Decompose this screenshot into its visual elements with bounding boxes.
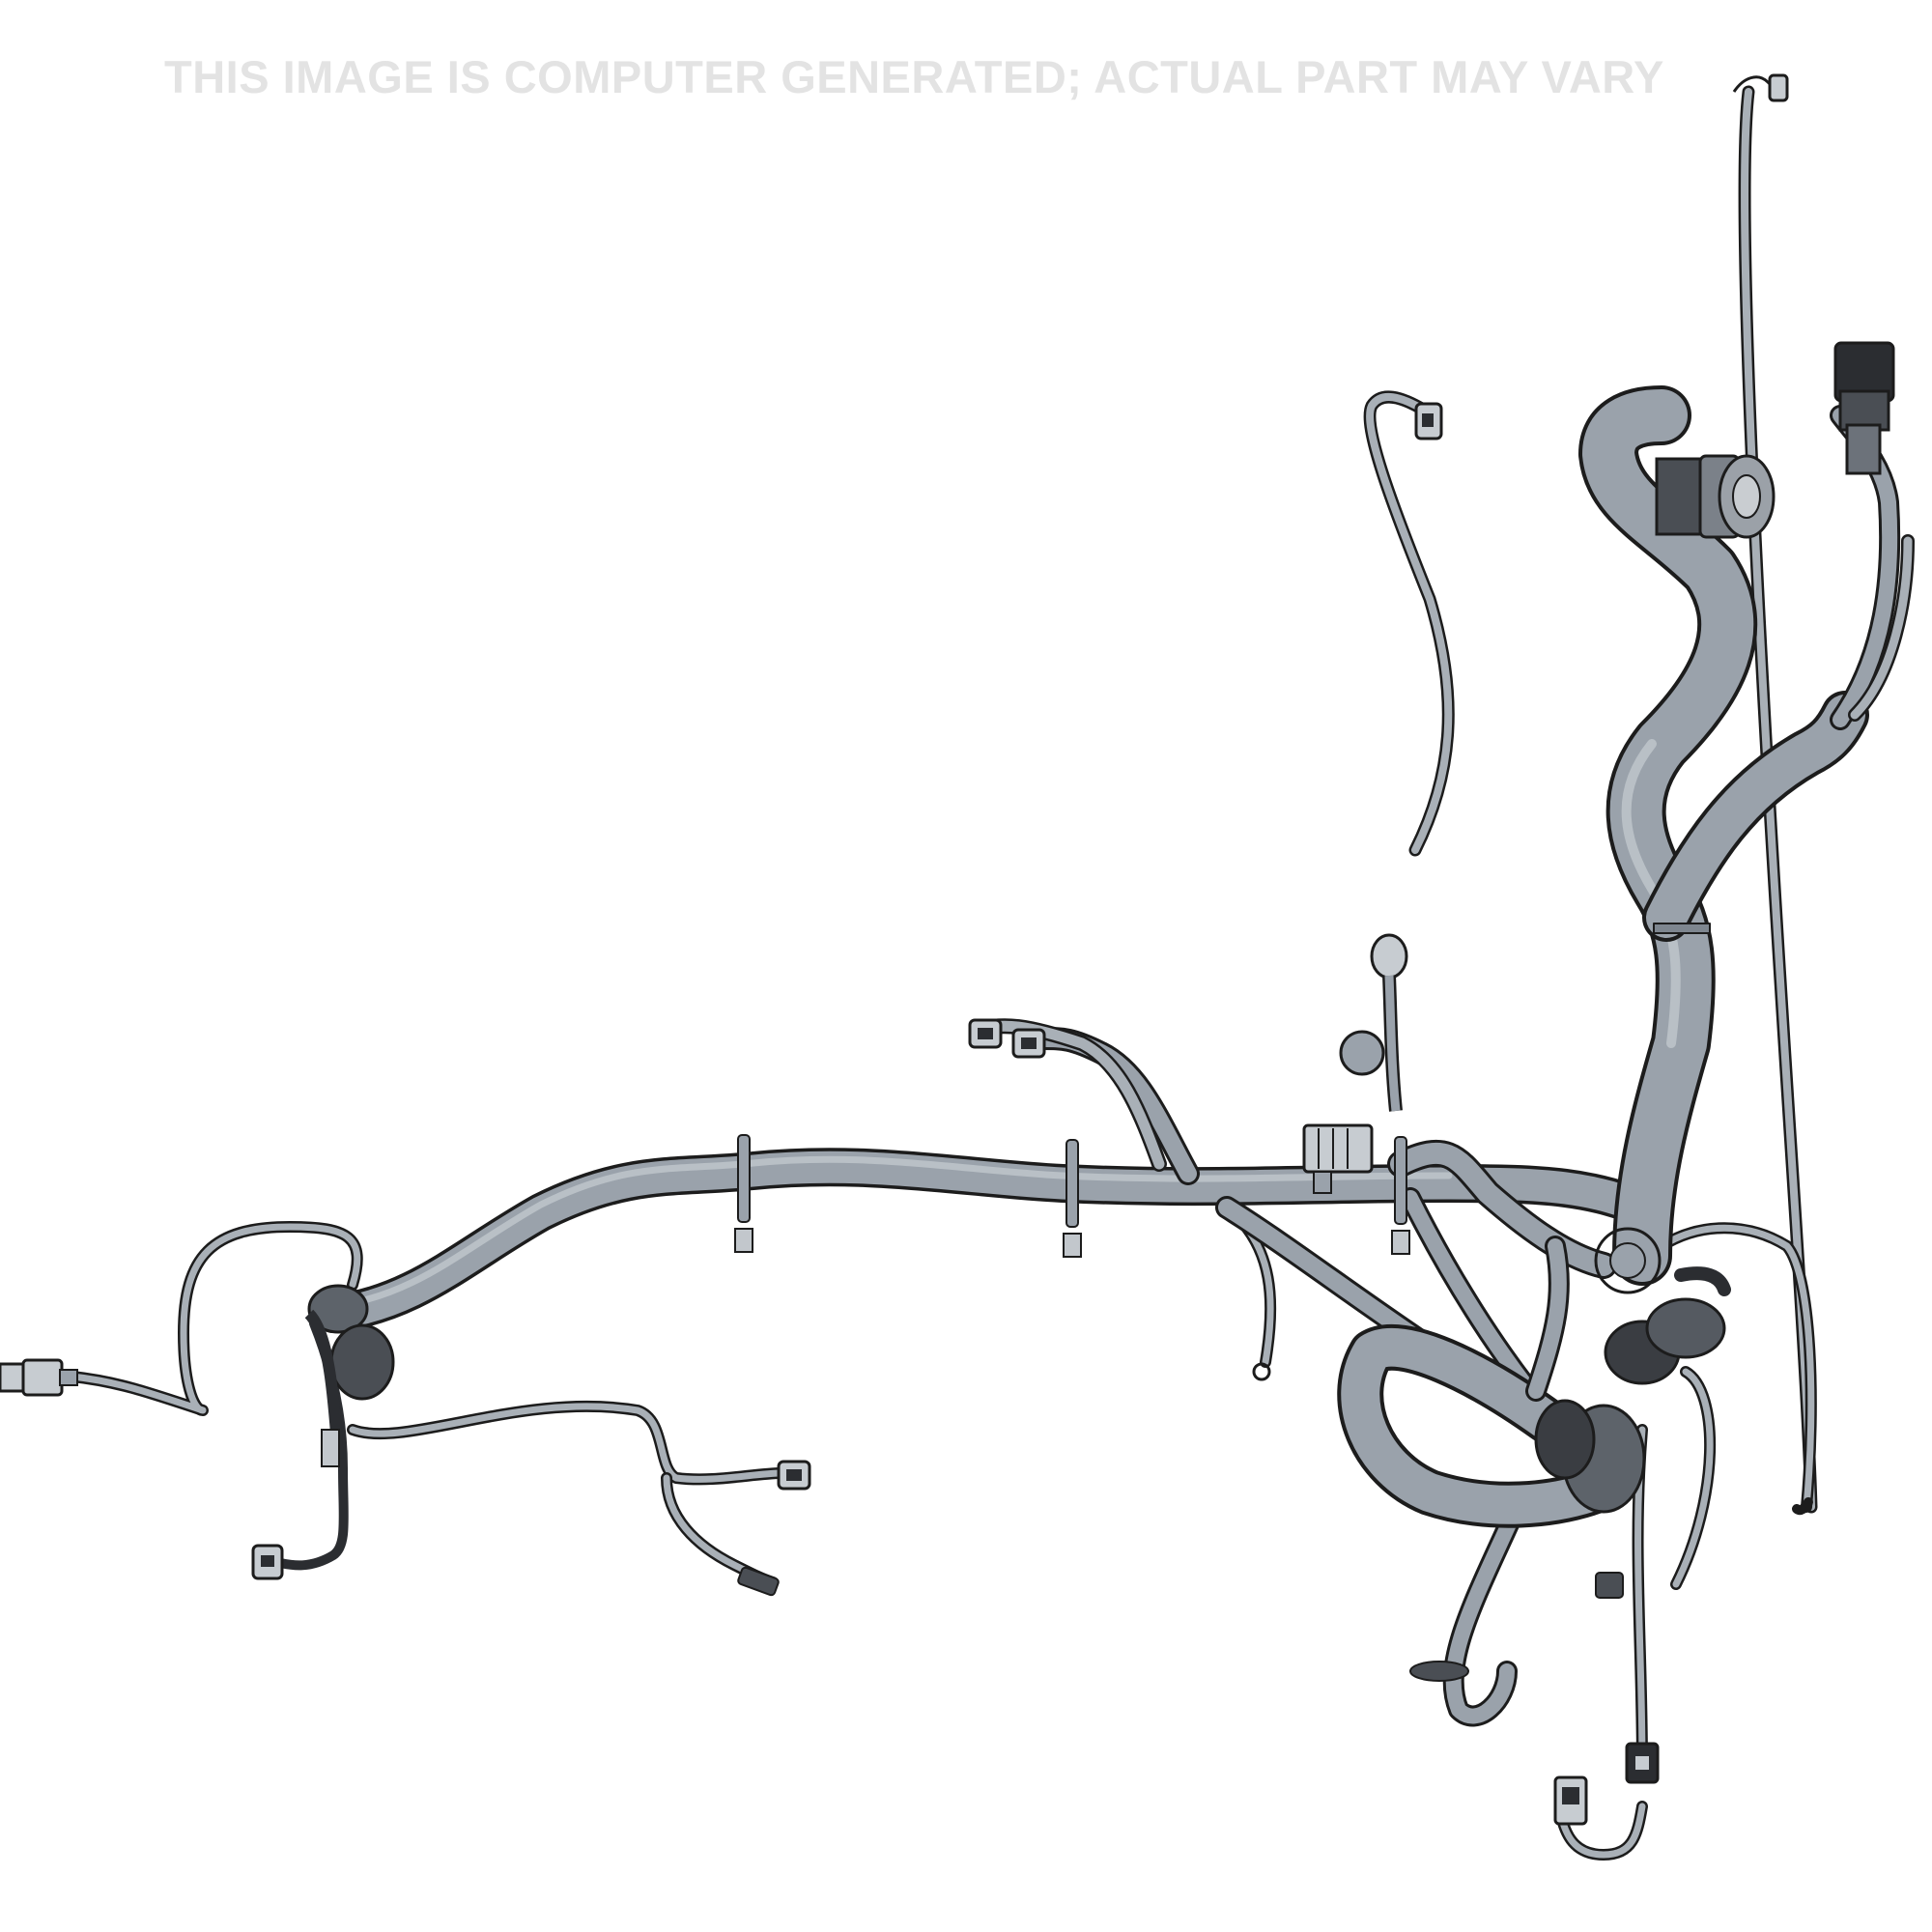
right-loop-end: [1792, 1497, 1813, 1516]
dark-grommet-cluster: [1534, 1227, 1731, 1514]
main-trunk-bundle: [314, 1148, 1671, 1333]
left-trunk-end: [304, 1284, 395, 1467]
top-right-rectangular-connector: [1833, 341, 1895, 475]
center-inline-connector: [1302, 1123, 1374, 1194]
lower-left-connectors: [251, 1460, 811, 1597]
upper-branch-bundle: [973, 1018, 1200, 1185]
left-inline-connector: [0, 1358, 78, 1397]
upper-small-connector: [1414, 402, 1443, 440]
lower-loop-end: [1409, 1661, 1469, 1682]
thin-wires: [67, 85, 1818, 1861]
lower-right-bundles: [1215, 1139, 1627, 1528]
bottom-right-connectors: [1553, 1572, 1660, 1826]
top-thin-lead-connector: [1732, 73, 1789, 102]
watermark-text: THIS IMAGE IS COMPUTER GENERATED; ACTUAL…: [164, 51, 1664, 102]
sensor-stubs: [1252, 933, 1408, 1381]
round-circular-connector: [1655, 454, 1776, 539]
